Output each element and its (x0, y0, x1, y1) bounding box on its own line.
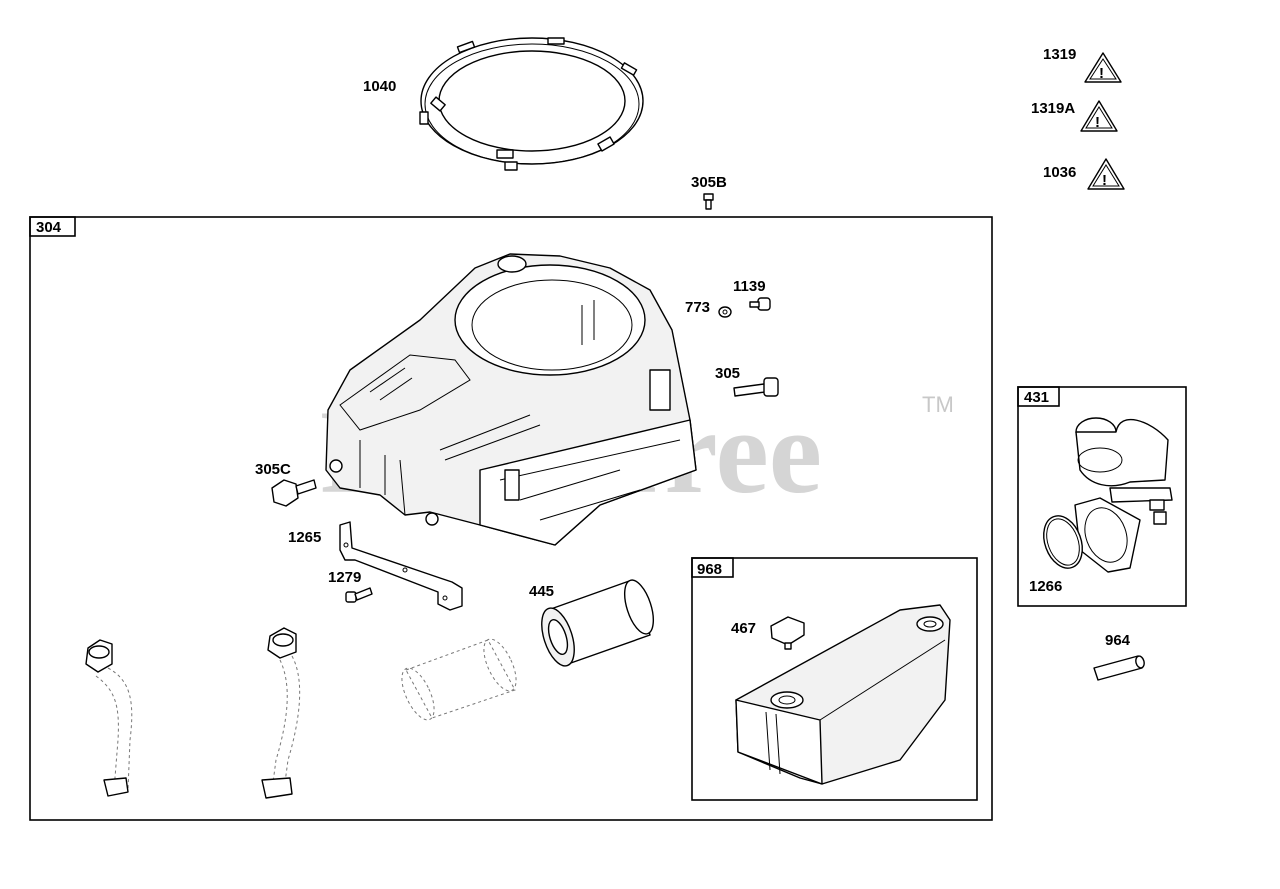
part-467-knob[interactable] (770, 616, 805, 650)
callout-773: 773 (685, 299, 710, 316)
callout-467: 467 (731, 620, 756, 637)
callout-305C: 305C (255, 461, 291, 478)
box-304-tag (29, 216, 76, 237)
callout-1319: 1319 (1043, 46, 1076, 63)
callout-1036: 1036 (1043, 164, 1076, 181)
svg-text:!: ! (1099, 65, 1104, 82)
callout-1319A: 1319A (1031, 100, 1075, 117)
part-305-bolt[interactable] (733, 377, 779, 397)
warning-triangle-icon-1036[interactable]: ! (1087, 158, 1125, 190)
box-431-label: 431 (1024, 389, 1049, 406)
part-1279-screw[interactable] (345, 587, 373, 603)
part-tube-middle (261, 627, 301, 799)
part-1040-ring[interactable] (419, 37, 644, 171)
watermark-trademark: TM (922, 392, 954, 417)
box-304-label: 304 (36, 219, 62, 236)
callout-1265: 1265 (288, 529, 321, 546)
part-filter-outline (401, 638, 517, 721)
box-968-tag (691, 557, 734, 578)
callout-305B: 305B (691, 174, 727, 191)
part-773-washer[interactable] (718, 306, 732, 318)
callout-964: 964 (1105, 632, 1131, 649)
box-304-frame (29, 216, 993, 821)
callout-1139: 1139 (733, 278, 766, 295)
part-tube-left (85, 639, 133, 797)
part-1266-oring[interactable] (1037, 510, 1089, 573)
svg-text:!: ! (1095, 114, 1100, 131)
callout-445: 445 (529, 583, 554, 600)
part-968-cover[interactable] (735, 604, 951, 785)
part-1139-bolt[interactable] (749, 297, 771, 311)
box-968-frame (691, 557, 978, 801)
part-445-filter[interactable] (535, 577, 659, 670)
part-964-tube[interactable] (1093, 655, 1145, 681)
svg-text:!: ! (1102, 172, 1107, 189)
callout-1040: 1040 (363, 78, 396, 95)
part-304-blower-housing[interactable] (325, 253, 697, 546)
warning-triangle-icon-1319A[interactable]: ! (1080, 100, 1118, 132)
box-431-frame (1017, 386, 1187, 607)
part-305B-screw[interactable] (703, 193, 714, 210)
part-431-elbow[interactable] (1074, 417, 1173, 573)
warning-triangle-icon-1319[interactable]: ! (1084, 52, 1122, 83)
callout-305: 305 (715, 365, 740, 382)
box-431-tag (1017, 386, 1060, 407)
box-968-label: 968 (697, 561, 722, 578)
part-1265-bracket[interactable] (339, 521, 463, 611)
callout-1266: 1266 (1029, 578, 1062, 595)
part-305C-bolt[interactable] (271, 479, 317, 507)
callout-1279: 1279 (328, 569, 361, 586)
